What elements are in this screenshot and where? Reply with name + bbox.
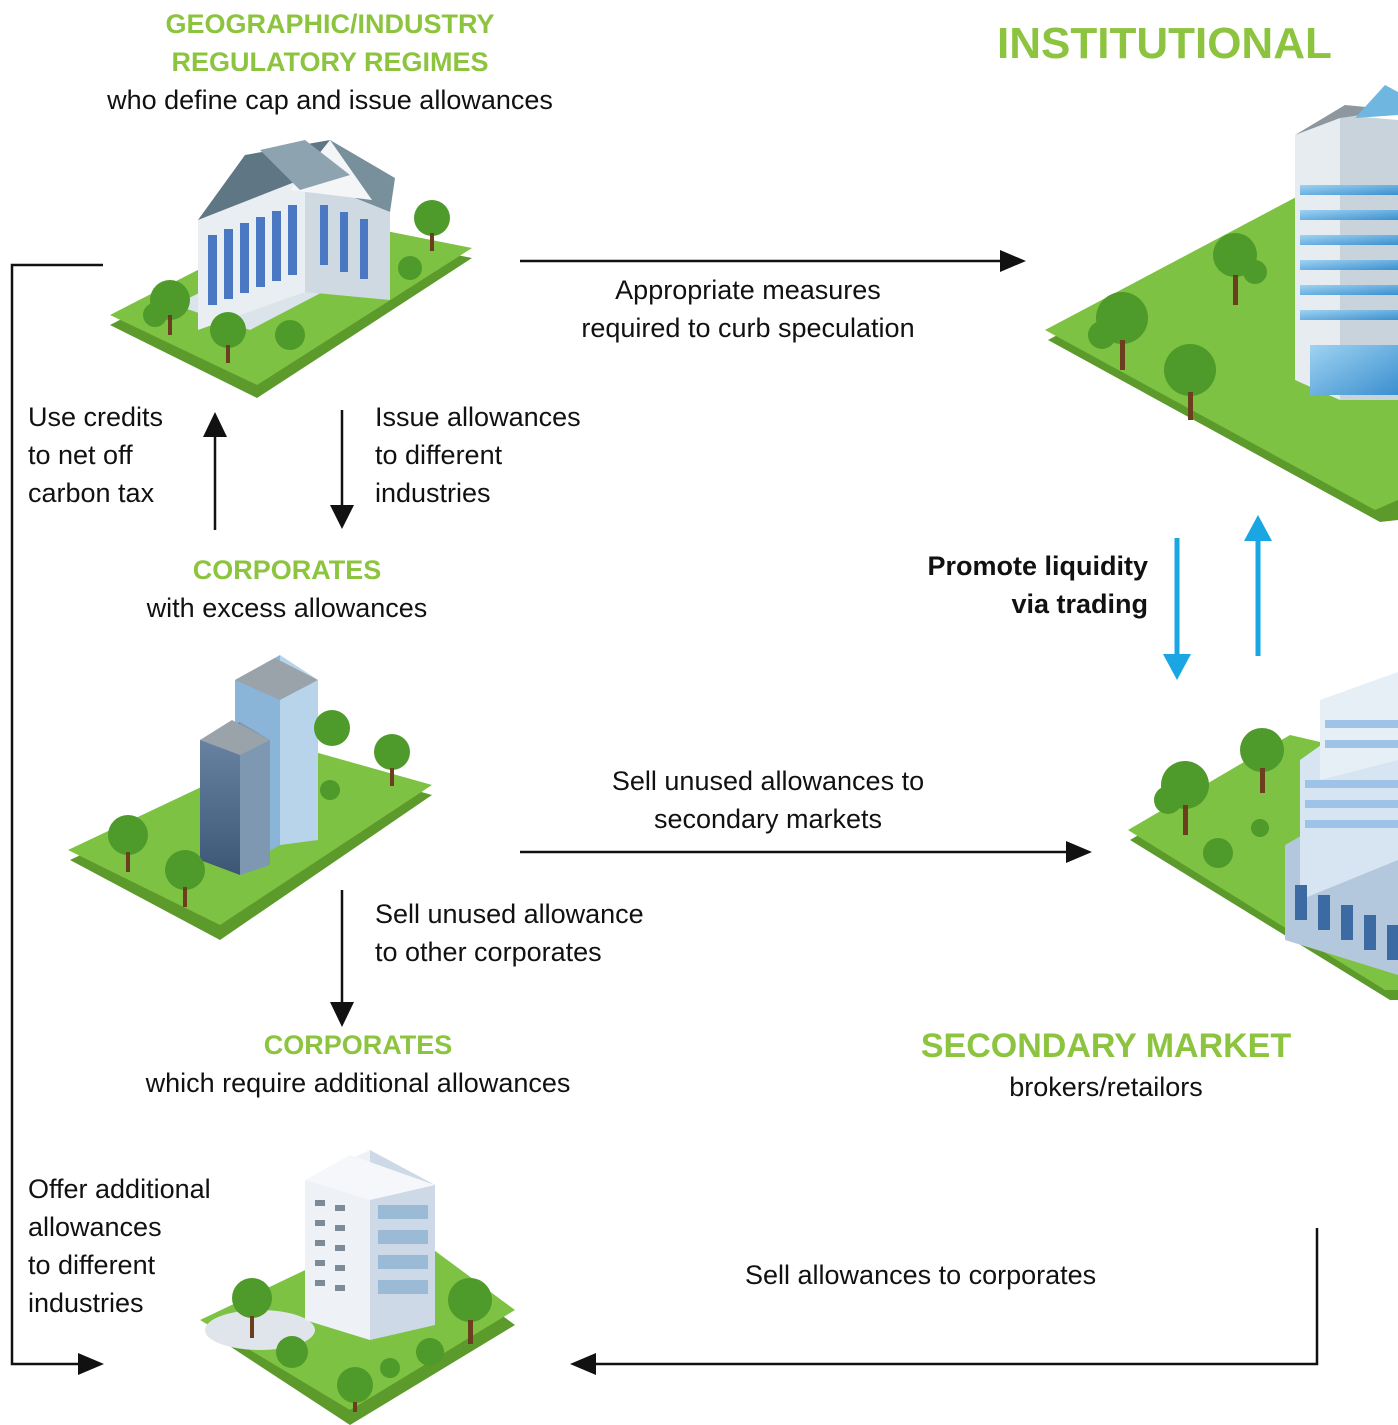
corporates-excess-subtitle: with excess allowances [146, 593, 428, 623]
offer-label-line3: to different [28, 1250, 156, 1280]
corporates-require-title: CORPORATES [263, 1030, 453, 1060]
offer-label-line1: Offer additional [28, 1174, 211, 1204]
credits-label-line1: Use credits [28, 402, 164, 432]
arrow-sell-to-secondary [520, 841, 1092, 863]
liquidity-label-line1: Promote liquidity [927, 551, 1148, 581]
corporates-require-subtitle: which require additional allowances [145, 1068, 571, 1098]
credits-label-line3: carbon tax [28, 478, 155, 508]
government-building-illustration [110, 140, 472, 398]
arrow-liquidity-down [1163, 538, 1191, 680]
arrow-issue-allowances-down [330, 410, 354, 529]
offer-label-line2: allowances [28, 1212, 162, 1242]
sell-corporates-label-line2: to other corporates [375, 937, 602, 967]
regulators-subtitle: who define cap and issue allowances [107, 85, 553, 115]
arrow-use-credits-up [203, 412, 227, 530]
sell-secondary-label-line1: Sell unused allowances to [611, 766, 925, 796]
institutional-title: INSTITUTIONAL [997, 19, 1332, 68]
arrow-sell-allowances-to-corporates [570, 1228, 1319, 1375]
measures-label-line2: required to curb speculation [581, 313, 915, 343]
sell-secondary-label-line2: secondary markets [653, 804, 883, 834]
institutional-building-illustration [1045, 85, 1398, 522]
sell-corporates-label-line1: Sell unused allowance [375, 899, 644, 929]
corporate-office-illustration [200, 1150, 515, 1425]
secondary-market-subtitle: brokers/retailors [1009, 1072, 1203, 1102]
regulators-title-line2: REGULATORY REGIMES [171, 47, 489, 77]
liquidity-label-line2: via trading [1011, 589, 1148, 619]
arrow-offer-loop [10, 263, 104, 1375]
secondary-market-title: SECONDARY MARKET [920, 1027, 1292, 1065]
secondary-market-building-illustration [1128, 672, 1398, 1000]
regulators-title-line1: GEOGRAPHIC/INDUSTRY [165, 9, 495, 39]
corporate-towers-illustration [68, 655, 432, 940]
issue-label-line3: industries [375, 478, 491, 508]
issue-label-line1: Issue allowances [375, 402, 581, 432]
issue-label-line2: to different [375, 440, 503, 470]
corporates-excess-title: CORPORATES [192, 555, 382, 585]
arrow-liquidity-up [1244, 515, 1272, 656]
arrow-appropriate-measures [520, 250, 1026, 272]
arrow-sell-to-other-corporates [330, 890, 354, 1027]
measures-label-line1: Appropriate measures [615, 275, 881, 305]
sell-to-corporates-label: Sell allowances to corporates [745, 1260, 1097, 1290]
credits-label-line2: to net off [28, 440, 133, 470]
offer-label-line4: industries [28, 1288, 144, 1318]
